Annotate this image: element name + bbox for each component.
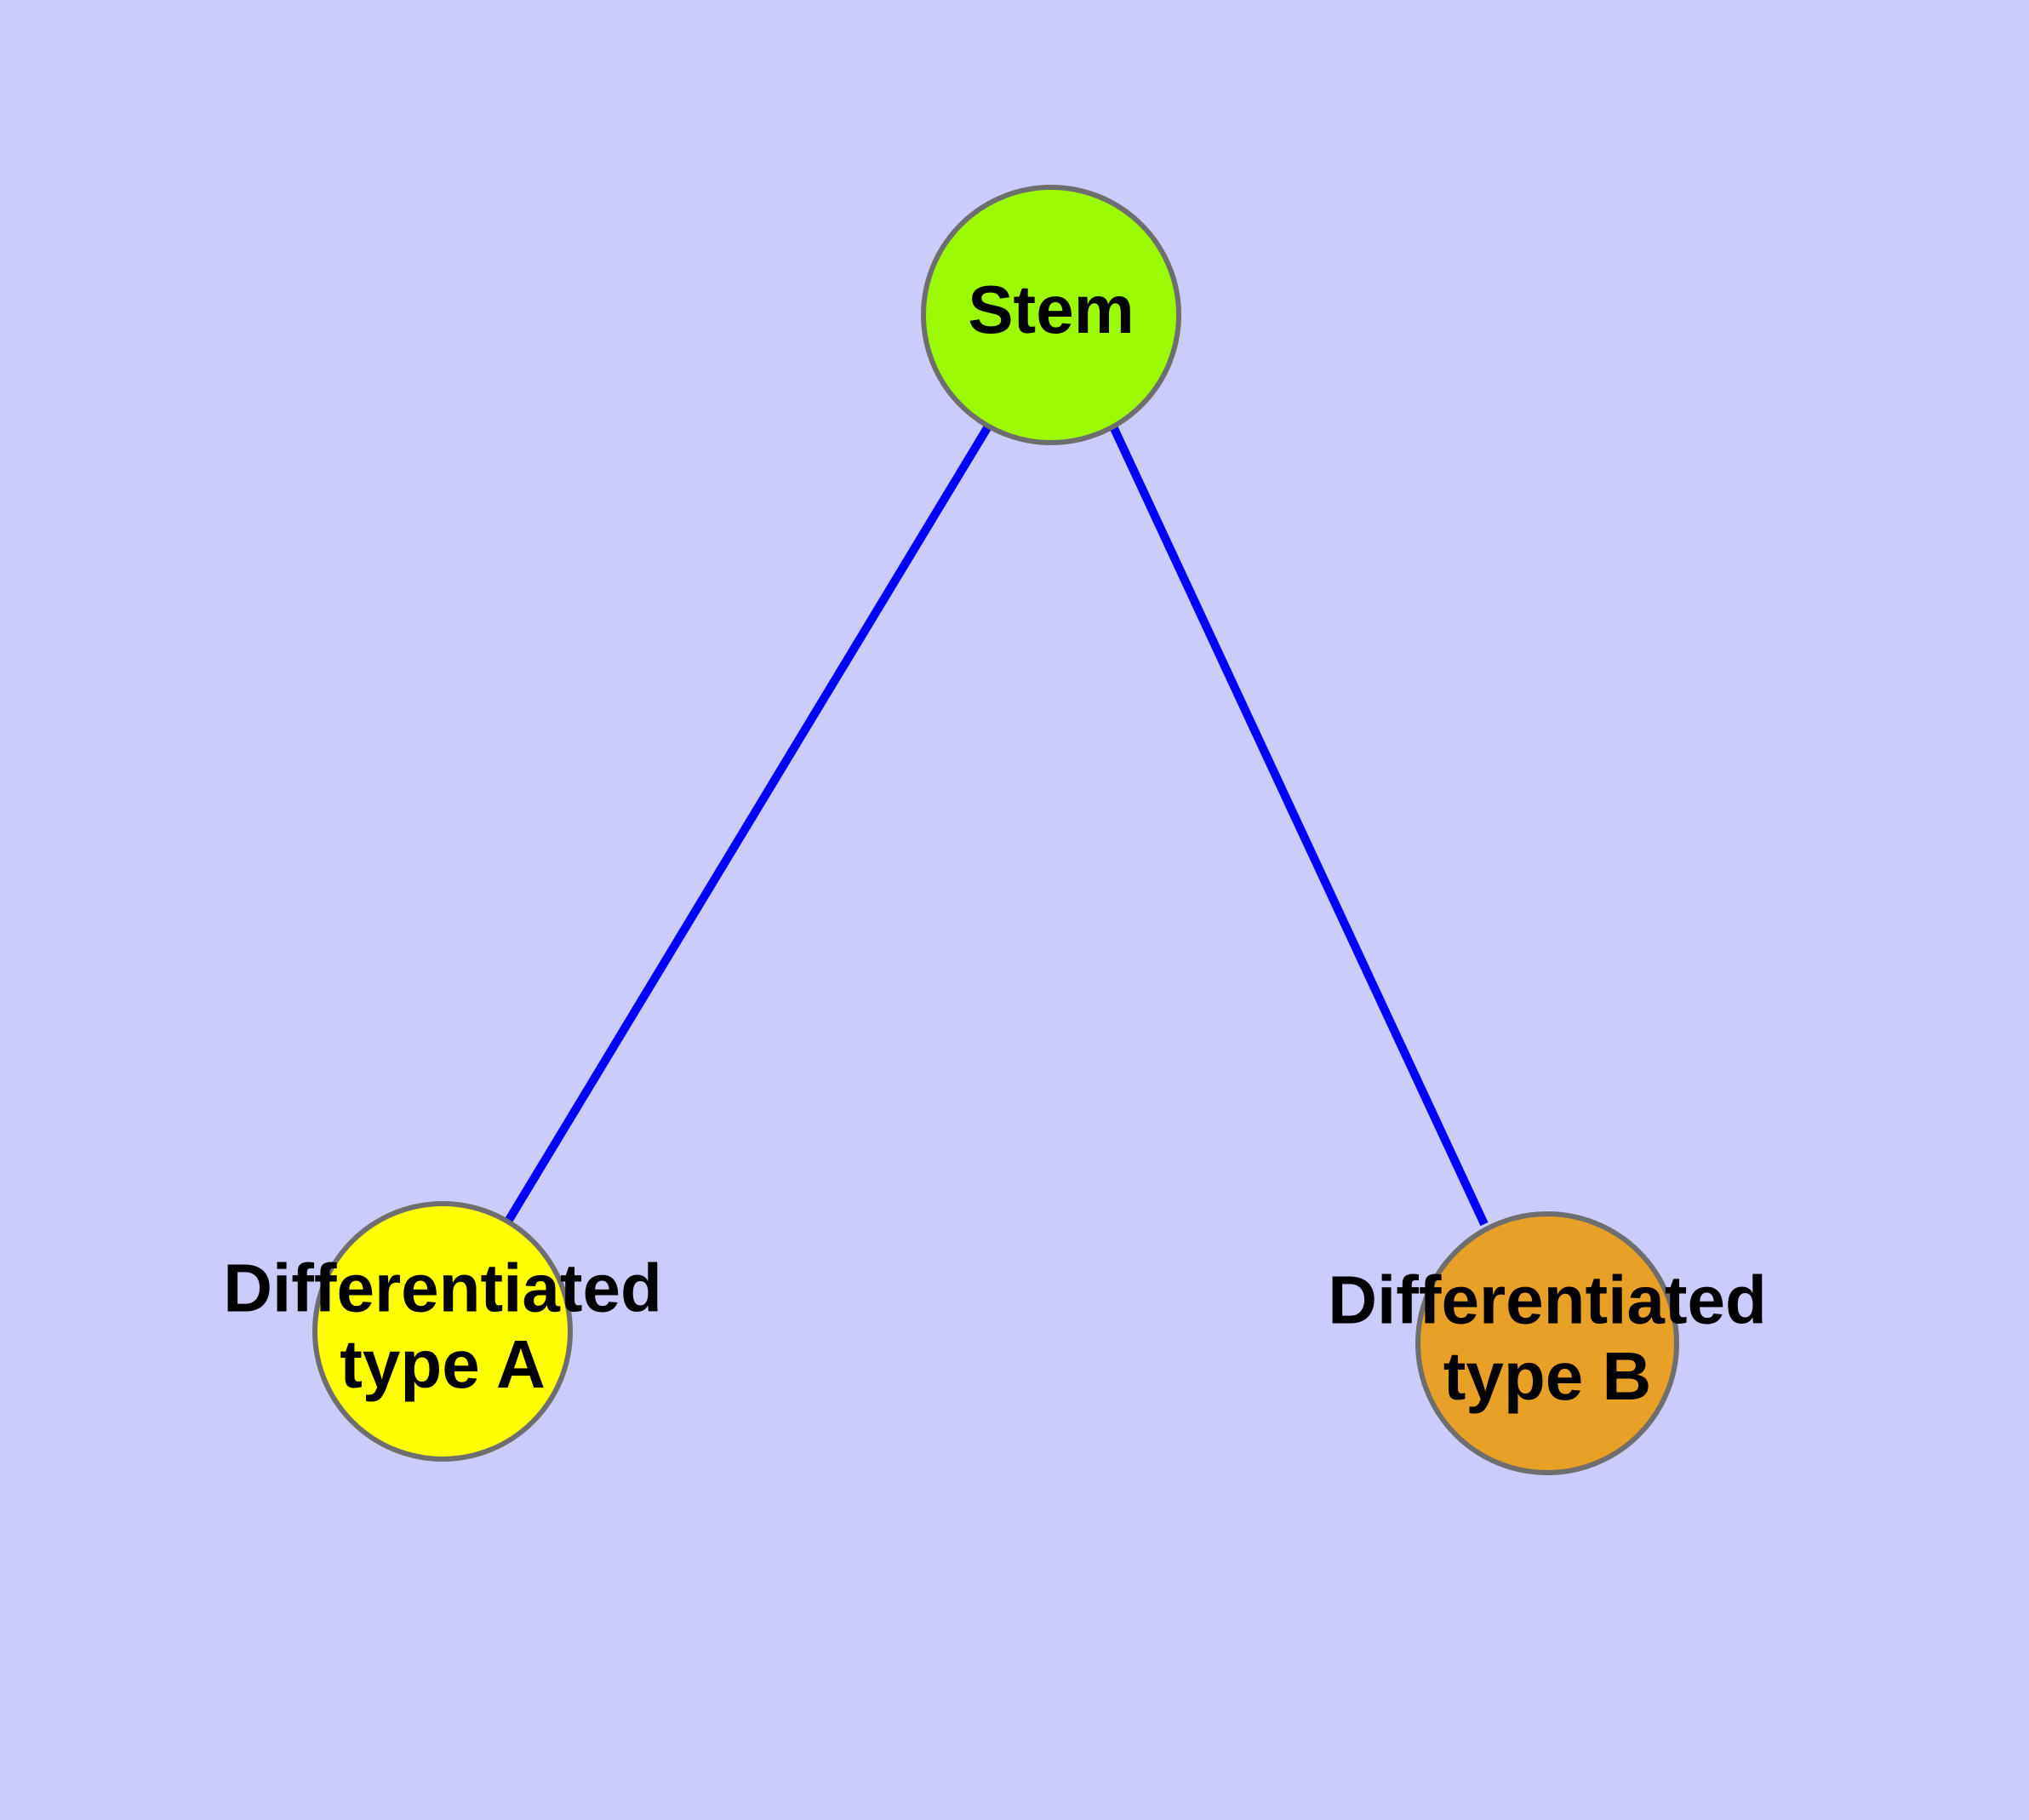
graph-node-diff_b[interactable]: [1415, 1211, 1679, 1475]
graph-node-stem[interactable]: [921, 185, 1181, 445]
node-label-diff_b-line-1: type B: [1443, 1338, 1652, 1414]
node-label-diff_a-line-0: Differentiated: [223, 1250, 662, 1325]
graph-edge-stem-to-diff-a[interactable]: [505, 424, 992, 1222]
nodes-layer: [312, 185, 1679, 1475]
graph-edge-stem-to-diff-b[interactable]: [1109, 424, 1489, 1227]
node-label-stem-line-0: Stem: [968, 272, 1135, 347]
node-label-diff_a-line-1: type A: [340, 1326, 546, 1402]
graph-node-diff_a[interactable]: [312, 1201, 573, 1462]
edges-layer: [505, 424, 1489, 1227]
node-label-diff_b-line-0: Differentiated: [1328, 1262, 1767, 1337]
